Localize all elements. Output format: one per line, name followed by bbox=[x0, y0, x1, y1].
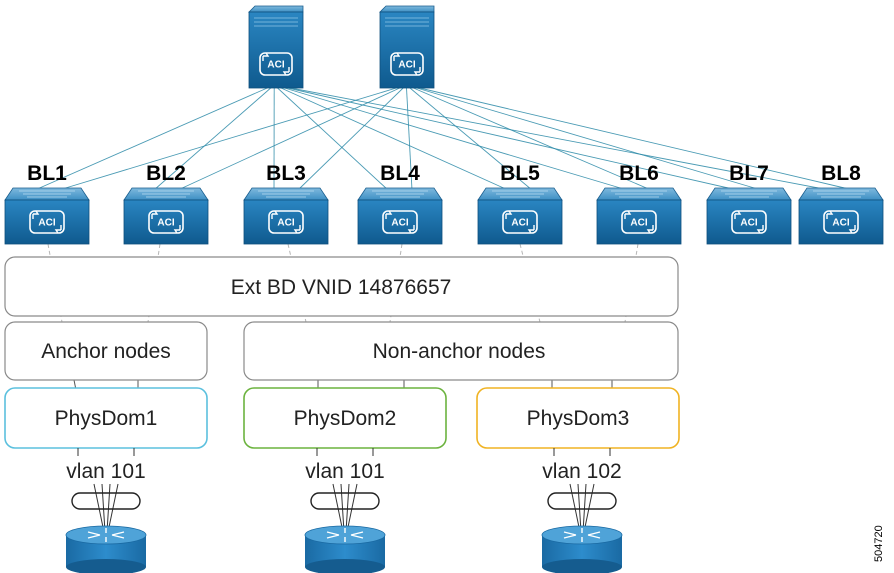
spine-leaf-link bbox=[405, 85, 413, 191]
aci-logo-icon: ACI bbox=[268, 210, 304, 234]
aci-logo-icon: ACI bbox=[29, 210, 65, 234]
svg-text:ACI: ACI bbox=[267, 60, 284, 71]
spine-leaf-link bbox=[408, 85, 652, 191]
vlan-label: vlan 102 bbox=[542, 460, 621, 483]
aci-logo-icon: ACI bbox=[502, 210, 538, 234]
physdom-box: PhysDom2 bbox=[243, 387, 447, 449]
leaf-switch-bl7: ACI bbox=[706, 187, 792, 245]
port-channel-icon bbox=[310, 492, 380, 510]
svg-text:ACI: ACI bbox=[740, 218, 757, 229]
leaf-label: BL4 bbox=[380, 162, 420, 185]
spine-leaf-link bbox=[276, 85, 509, 191]
aci-logo-icon: ACI bbox=[148, 210, 184, 234]
spine-leaf-links bbox=[34, 85, 854, 191]
svg-text:ACI: ACI bbox=[511, 218, 528, 229]
aci-logo-icon: ACI bbox=[621, 210, 657, 234]
leaf-switch-bl4: ACI bbox=[357, 187, 443, 245]
anchor-nodes-label: Anchor nodes bbox=[41, 340, 171, 363]
router-icon bbox=[65, 525, 147, 573]
aci-logo-icon: ACI bbox=[382, 210, 418, 234]
non-anchor-nodes-box: Non-anchor nodes bbox=[243, 321, 679, 381]
spine-leaf-link bbox=[275, 85, 389, 191]
physdom-label: PhysDom1 bbox=[55, 407, 158, 430]
leaf-switch-bl5: ACI bbox=[477, 187, 563, 245]
spine-leaf-link bbox=[409, 85, 762, 191]
spine-leaf-link bbox=[58, 85, 403, 191]
spine-leaf-link bbox=[280, 85, 830, 191]
anchor-nodes-box: Anchor nodes bbox=[4, 321, 208, 381]
svg-text:ACI: ACI bbox=[398, 60, 415, 71]
leaf-switch-bl6: ACI bbox=[596, 187, 682, 245]
spine-leaf-link bbox=[278, 85, 738, 191]
svg-text:ACI: ACI bbox=[277, 218, 294, 229]
leaf-switch-bl3: ACI bbox=[243, 187, 329, 245]
figure-id: 504720 bbox=[873, 525, 885, 562]
physdom-label: PhysDom3 bbox=[527, 407, 630, 430]
aci-logo-icon: ACI bbox=[823, 210, 859, 234]
leaf-switch-bl2: ACI bbox=[123, 187, 209, 245]
spine-leaf-link bbox=[297, 85, 406, 191]
svg-text:ACI: ACI bbox=[832, 218, 849, 229]
router-icon bbox=[541, 525, 623, 573]
ext-bd-box: Ext BD VNID 14876657 bbox=[4, 256, 679, 317]
spine-1: ACI bbox=[248, 5, 304, 89]
spine-switches: ACI ACI bbox=[248, 5, 435, 89]
leaf-switch-bl8: ACI bbox=[798, 187, 884, 245]
physdom-box: PhysDom1 bbox=[4, 387, 208, 449]
vlan-label: vlan 101 bbox=[66, 460, 145, 483]
leaf-label: BL1 bbox=[27, 162, 67, 185]
spine-leaf-link bbox=[177, 85, 405, 191]
leaf-label: BL6 bbox=[619, 162, 659, 185]
port-channel-icon bbox=[71, 492, 141, 510]
spine-leaf-link bbox=[153, 85, 274, 191]
aci-logo-icon: ACI bbox=[390, 52, 424, 76]
physdom-box: PhysDom3 bbox=[476, 387, 680, 449]
router-icon bbox=[304, 525, 386, 573]
spine-leaf-link bbox=[407, 85, 533, 191]
external-connections: vlan 101 vlan 101 vlan 102 bbox=[65, 448, 623, 573]
leaf-label: BL8 bbox=[821, 162, 861, 185]
leaf-label: BL5 bbox=[500, 162, 540, 185]
phys-domains: PhysDom1 PhysDom2 PhysDom3 bbox=[4, 387, 680, 449]
svg-text:ACI: ACI bbox=[157, 218, 174, 229]
vlan-label: vlan 101 bbox=[305, 460, 384, 483]
leaf-label: BL7 bbox=[729, 162, 769, 185]
aci-logo-icon: ACI bbox=[259, 52, 293, 76]
spine-2: ACI bbox=[379, 5, 435, 89]
physdom-label: PhysDom2 bbox=[294, 407, 397, 430]
port-channel-icon bbox=[547, 492, 617, 510]
aci-logo-icon: ACI bbox=[731, 210, 767, 234]
leaf-switch-bl1: ACI bbox=[4, 187, 90, 245]
spine-leaf-link bbox=[34, 85, 272, 191]
svg-text:ACI: ACI bbox=[391, 218, 408, 229]
leaf-label: BL2 bbox=[146, 162, 186, 185]
ext-bd-label: Ext BD VNID 14876657 bbox=[231, 276, 452, 299]
svg-text:ACI: ACI bbox=[630, 218, 647, 229]
non-anchor-nodes-label: Non-anchor nodes bbox=[373, 340, 546, 363]
spine-leaf-link bbox=[277, 85, 628, 191]
leaf-label: BL3 bbox=[266, 162, 306, 185]
svg-text:ACI: ACI bbox=[38, 218, 55, 229]
spine-leaf-link bbox=[411, 85, 854, 191]
